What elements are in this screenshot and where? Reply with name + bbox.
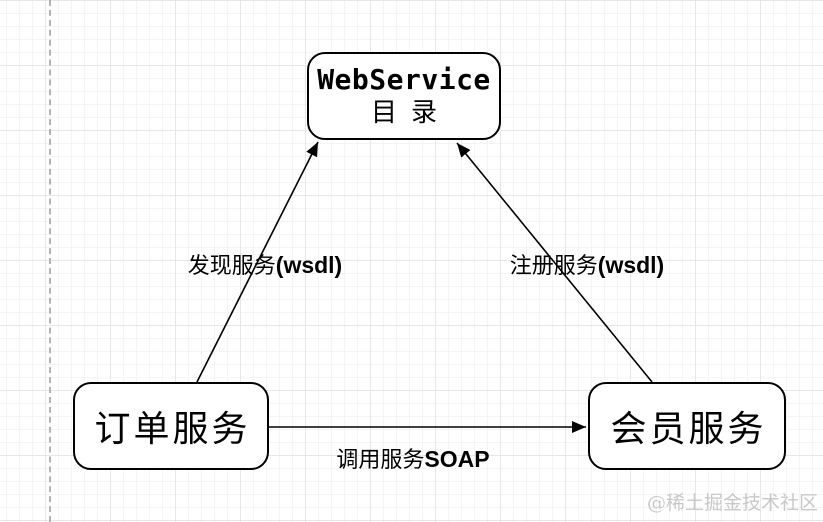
edge-label-invoke-suffix: SOAP: [424, 446, 490, 472]
edge-label-invoke-service: 调用服务SOAP: [336, 442, 489, 474]
edge-label-discover-service: 发现服务(wsdl): [188, 248, 342, 280]
edge-label-register-cn: 注册服务: [509, 254, 598, 279]
edge-label-register-suffix: (wsdl): [597, 252, 665, 278]
node-member-service-label: 会员服务: [610, 409, 767, 450]
edge-label-discover-suffix: (wsdl): [275, 252, 343, 278]
arrow-order-to-directory: [196, 141, 319, 383]
edge-label-register-service: 注册服务(wsdl): [510, 248, 664, 280]
edge-label-discover-cn: 发现服务: [187, 254, 276, 279]
node-order-service: 订单服务: [73, 382, 269, 470]
node-member-service: 会员服务: [588, 382, 786, 470]
node-directory-title-en: WebService: [317, 63, 491, 96]
node-webservice-directory: WebService 目录: [307, 52, 501, 140]
watermark-juejin-community: @稀土掘金技术社区: [646, 492, 818, 514]
node-directory-title-cn: 目录: [370, 98, 451, 128]
edge-label-invoke-cn: 调用服务: [336, 448, 425, 473]
node-order-service-label: 订单服务: [94, 409, 251, 450]
page-boundary-dashed-line: [49, 0, 51, 522]
arrow-member-to-directory: [456, 142, 653, 383]
